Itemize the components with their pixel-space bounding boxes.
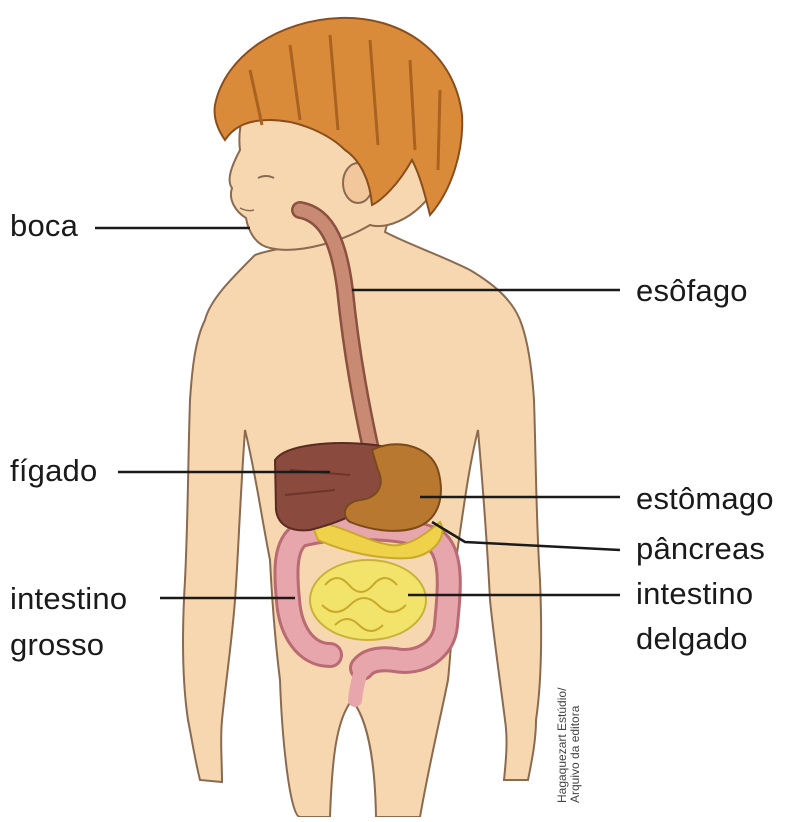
label-pancreas: pâncreas [636,530,765,567]
label-boca: boca [10,207,78,244]
label-esofago: esôfago [636,272,748,309]
label-estomago: estômago [636,480,774,517]
label-intestino-delgado-line1: intestino [636,575,753,612]
small-intestine-illustration [310,560,426,640]
label-intestino-grosso-line2: grosso [10,626,104,663]
label-intestino-delgado-line2: delgado [636,620,748,657]
label-intestino-grosso-line1: intestino [10,580,127,617]
image-credit: Hagaquezart Estúdio/ Arquivo da editora [556,688,582,803]
credit-line-2: Arquivo da editora [569,688,582,803]
label-figado: fígado [10,452,97,489]
